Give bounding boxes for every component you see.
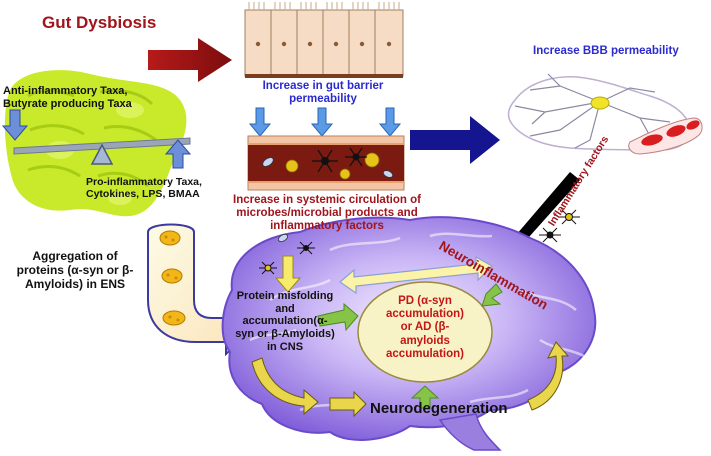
microbe-icons: [539, 209, 580, 243]
pd-ad-line-1: PD (α-syn: [398, 295, 452, 307]
ens-aggregation-line-1: Aggregation of: [32, 249, 118, 263]
ens-aggregation-line-3: Amyloids) in ENS: [24, 276, 125, 291]
protein-misfolding-line-1: Protein misfolding: [236, 290, 334, 302]
anti-inflammatory-label: Anti-inflammatory Taxa, Butyrate produci…: [3, 85, 132, 110]
neurodegeneration-label: Neurodegeneration: [370, 400, 508, 417]
systemic-circulation-line-3: inflammatory factors: [270, 220, 384, 233]
green-arrows: [317, 283, 503, 409]
red-arrow-icon: [148, 38, 232, 82]
gut-dysbiosis-label: Gut Dysbiosis: [42, 13, 157, 32]
gut-barrier-label: Increase in gut barrier permeability: [228, 80, 418, 106]
gut-barrier-line-1: Increase in gut barrier: [262, 80, 384, 92]
protein-misfolding-label: Protein misfolding and accumulation(α- s…: [230, 290, 340, 353]
pd-ad-line-2: accumulation): [386, 308, 464, 321]
epithelium-illustration: [244, 2, 404, 78]
protein-misfolding-line-4: syn or β-Amyloids): [235, 327, 335, 340]
pd-ad-oval: [357, 281, 493, 383]
yellow-arrow-icon: [274, 255, 302, 293]
pro-inflammatory-line-1: Pro-inflammatory Taxa,: [86, 176, 202, 188]
double-arrow-icon: [339, 255, 493, 295]
gut-barrier-line-2: permeability: [289, 93, 357, 106]
protein-misfolding-line-3: accumulation(α-: [242, 315, 328, 328]
systemic-circulation-line-1: Increase in systemic circulation of: [233, 194, 421, 206]
down-arrow-icon: [1, 109, 29, 141]
protein-misfolding-line-5: in CNS: [266, 340, 304, 353]
pd-ad-line-4: amyloids: [400, 334, 450, 347]
pd-ad-line-3: or AD (β-: [400, 321, 450, 334]
ens-aggregation-line-2: proteins (α-syn or β-: [16, 262, 134, 277]
navy-arrow-icon: [410, 116, 500, 164]
blood-vessel-illustration: [247, 135, 405, 191]
ens-aggregation-label: Aggregation of proteins (α-syn or β- Amy…: [2, 249, 148, 291]
systemic-circulation-line-2: microbes/microbial products and: [236, 207, 418, 220]
pd-ad-line-5: accumulation): [386, 347, 464, 360]
microbe-icons-2: [259, 233, 315, 275]
pd-ad-label: PD (α-syn accumulation) or AD (β- amyloi…: [366, 295, 484, 361]
systemic-circulation-label: Increase in systemic circulation of micr…: [214, 194, 440, 234]
up-arrow-icon: [164, 139, 192, 169]
feedback-arrows: [251, 341, 570, 418]
protein-misfolding-line-2: and: [275, 302, 295, 315]
anti-inflammatory-line-2: Butyrate producing Taxa: [3, 97, 132, 110]
balance-seesaw: [13, 137, 191, 165]
bbb-permeability-label: Increase BBB permeability: [533, 45, 679, 57]
permeability-arrows: [248, 107, 402, 137]
pro-inflammatory-line-2: Cytokines, LPS, BMAA: [86, 188, 200, 201]
bbb-illustration: [507, 73, 703, 155]
pro-inflammatory-label: Pro-inflammatory Taxa, Cytokines, LPS, B…: [86, 176, 202, 200]
anti-inflammatory-line-1: Anti-inflammatory Taxa,: [3, 85, 128, 97]
